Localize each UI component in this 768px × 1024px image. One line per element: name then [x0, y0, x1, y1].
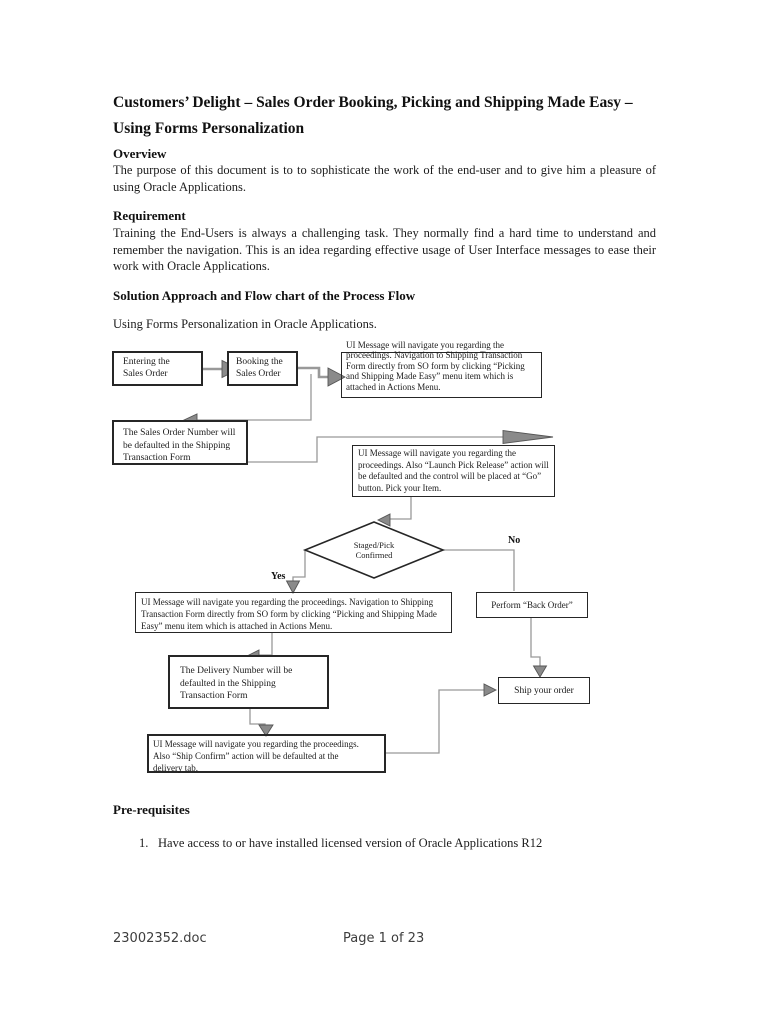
prerequisites-heading: Pre-requisites: [113, 802, 190, 817]
yes-branch-label: Yes: [271, 571, 286, 582]
flow-box-label: Ship your order: [514, 685, 574, 696]
overview-paragraph: The purpose of this document is to to so…: [113, 163, 656, 194]
flow-box-label: Perform “Back Order”: [491, 600, 573, 610]
overview-heading: Overview: [113, 146, 167, 161]
flow-box-perform-back-order: Perform “Back Order”: [476, 592, 588, 618]
flow-box-ui-message-navigation-2: [135, 592, 452, 633]
flow-box-ui-message-pick-release: [352, 445, 555, 497]
flow-box-ui-message-navigation-1: [341, 352, 542, 398]
flow-box-ui-message-ship-confirm: [147, 734, 386, 773]
flow-box-booking-sales-order: Booking the Sales Order: [227, 351, 298, 386]
flow-box-label: Entering the Sales Order: [123, 357, 170, 379]
requirement-heading: Requirement: [113, 208, 186, 223]
prerequisite-item-number: 1.: [139, 836, 149, 850]
flow-text-ui-message-pick-release: UI Message will navigate you regarding t…: [358, 448, 549, 494]
flow-box-delivery-number: The Delivery Number will be defaulted in…: [168, 655, 329, 709]
footer-page-number: Page 1 of 23: [343, 931, 425, 946]
flow-box-label: The Sales Order Number will be defaulted…: [123, 428, 236, 463]
requirement-paragraph: Training the End-Users is always a chall…: [113, 226, 656, 273]
flow-box-label: The Delivery Number will be defaulted in…: [180, 666, 293, 701]
footer-filename: 23002352.doc: [113, 931, 207, 946]
flow-text-ui-message-ship-confirm: UI Message will navigate you regarding t…: [153, 739, 359, 773]
decision-diamond-label: Staged/Pick Confirmed: [353, 540, 395, 560]
flow-box-ship-your-order: Ship your order: [498, 677, 590, 704]
solution-heading: Solution Approach and Flow chart of the …: [113, 288, 416, 303]
no-branch-label: No: [508, 535, 521, 546]
flow-box-sales-order-number: The Sales Order Number will be defaulted…: [112, 420, 248, 465]
flow-box-label: Booking the Sales Order: [236, 357, 283, 379]
flow-box-entering-sales-order: Entering the Sales Order: [112, 351, 203, 386]
flow-text-ui-message-navigation-1: UI Message will navigate you regarding t…: [346, 340, 525, 392]
flow-text-ui-message-navigation-2: UI Message will navigate you regarding t…: [141, 597, 437, 631]
prerequisite-item-text: Have access to or have installed license…: [158, 836, 543, 850]
solution-paragraph: Using Forms Personalization in Oracle Ap…: [113, 317, 377, 331]
document-title: Customers’ Delight – Sales Order Booking…: [113, 94, 633, 137]
